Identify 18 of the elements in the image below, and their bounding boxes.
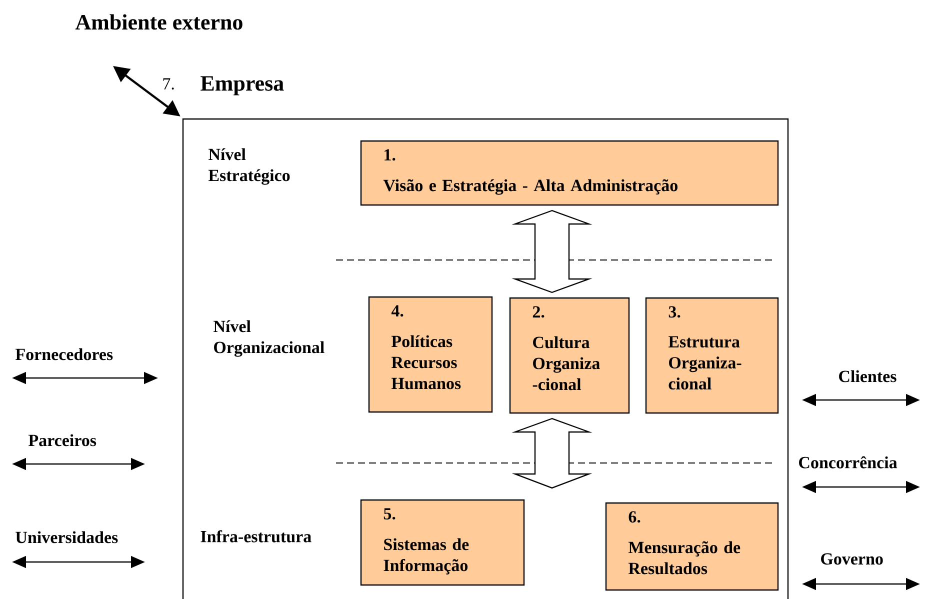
numbered-box: 2. Cultura Organiza -cional <box>509 297 630 414</box>
numbered-box: 3. Estrutura Organiza- cional <box>645 297 779 414</box>
numbered-box: 1. Visão e Estratégia - Alta Administração <box>360 140 779 206</box>
numbered-box: 5. Sistemas de Informação <box>360 499 525 586</box>
callout-number: 7. <box>163 78 174 90</box>
level-label: Infra-estrutura <box>200 530 312 542</box>
numbered-box: 6. Mensuração de Resultados <box>605 502 779 591</box>
node-label: Empresa <box>200 76 284 96</box>
stakeholder-label: Fornecedores <box>16 348 113 360</box>
stakeholder-label: Clientes <box>839 370 896 382</box>
level-label: Nível Organizacional <box>214 320 324 357</box>
level-label: Nível Estratégico <box>208 148 290 185</box>
title: Ambiente externo <box>75 14 242 30</box>
stakeholder-label: Parceiros <box>28 434 96 446</box>
stakeholder-label: Universidades <box>16 531 118 544</box>
stakeholder-label: Concorrência <box>799 456 898 468</box>
numbered-box: 4. Políticas Recursos Humanos <box>368 296 493 413</box>
stakeholder-label: Governo <box>821 553 883 565</box>
